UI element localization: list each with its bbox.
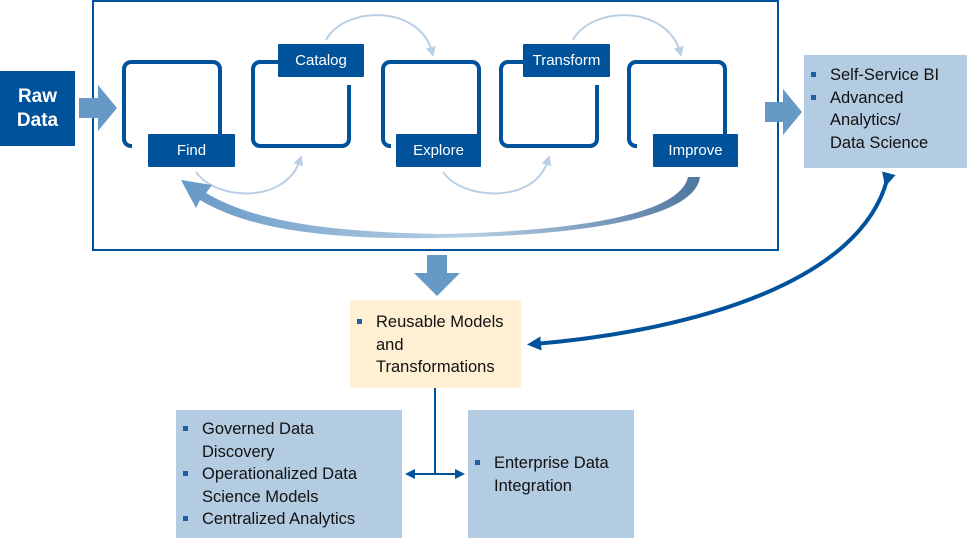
stage-improve-label: Improve <box>653 134 738 167</box>
stage-catalog-label: Catalog <box>278 44 364 77</box>
governed-item: Governed Data Discovery <box>176 418 352 463</box>
consumers-item: Self-Service BI <box>804 64 967 87</box>
stage-explore-label: Explore <box>396 134 481 167</box>
stage-transform-label: Transform <box>523 44 610 77</box>
governed-item: Centralized Analytics <box>176 508 402 531</box>
catalog-to-explore-arrow <box>325 14 436 57</box>
process-frame <box>92 0 779 251</box>
stage-transform-outline <box>499 60 599 148</box>
transform-to-improve-arrow <box>572 14 684 57</box>
process-to-reusable-arrow <box>414 255 460 296</box>
consumers-box: Self-Service BI Advanced Analytics/ Data… <box>804 55 967 168</box>
raw-data-box: Raw Data <box>0 71 75 146</box>
consumers-item: Advanced Analytics/ Data Science <box>804 87 940 155</box>
reusable-item: Reusable Models and Transformations <box>350 311 506 379</box>
raw-data-label-line1: Raw <box>17 85 58 107</box>
consumers-reusable-link-arrow <box>527 171 896 351</box>
governed-item: Operationalized Data Science Models <box>176 463 392 508</box>
stage-find-label: Find <box>148 134 235 167</box>
enterprise-item: Enterprise Data Integration <box>468 452 619 497</box>
raw-data-label-line2: Data <box>16 109 59 131</box>
enterprise-box: Enterprise Data Integration <box>468 410 634 538</box>
improve-to-find-return-arrow <box>181 177 700 239</box>
reusable-models-box: Reusable Models and Transformations <box>350 300 521 388</box>
governed-box: Governed Data Discovery Operationalized … <box>176 410 402 538</box>
process-to-consumers-arrow <box>765 89 802 135</box>
raw-to-process-arrow <box>79 85 117 131</box>
find-to-catalog-arrow <box>195 155 304 195</box>
